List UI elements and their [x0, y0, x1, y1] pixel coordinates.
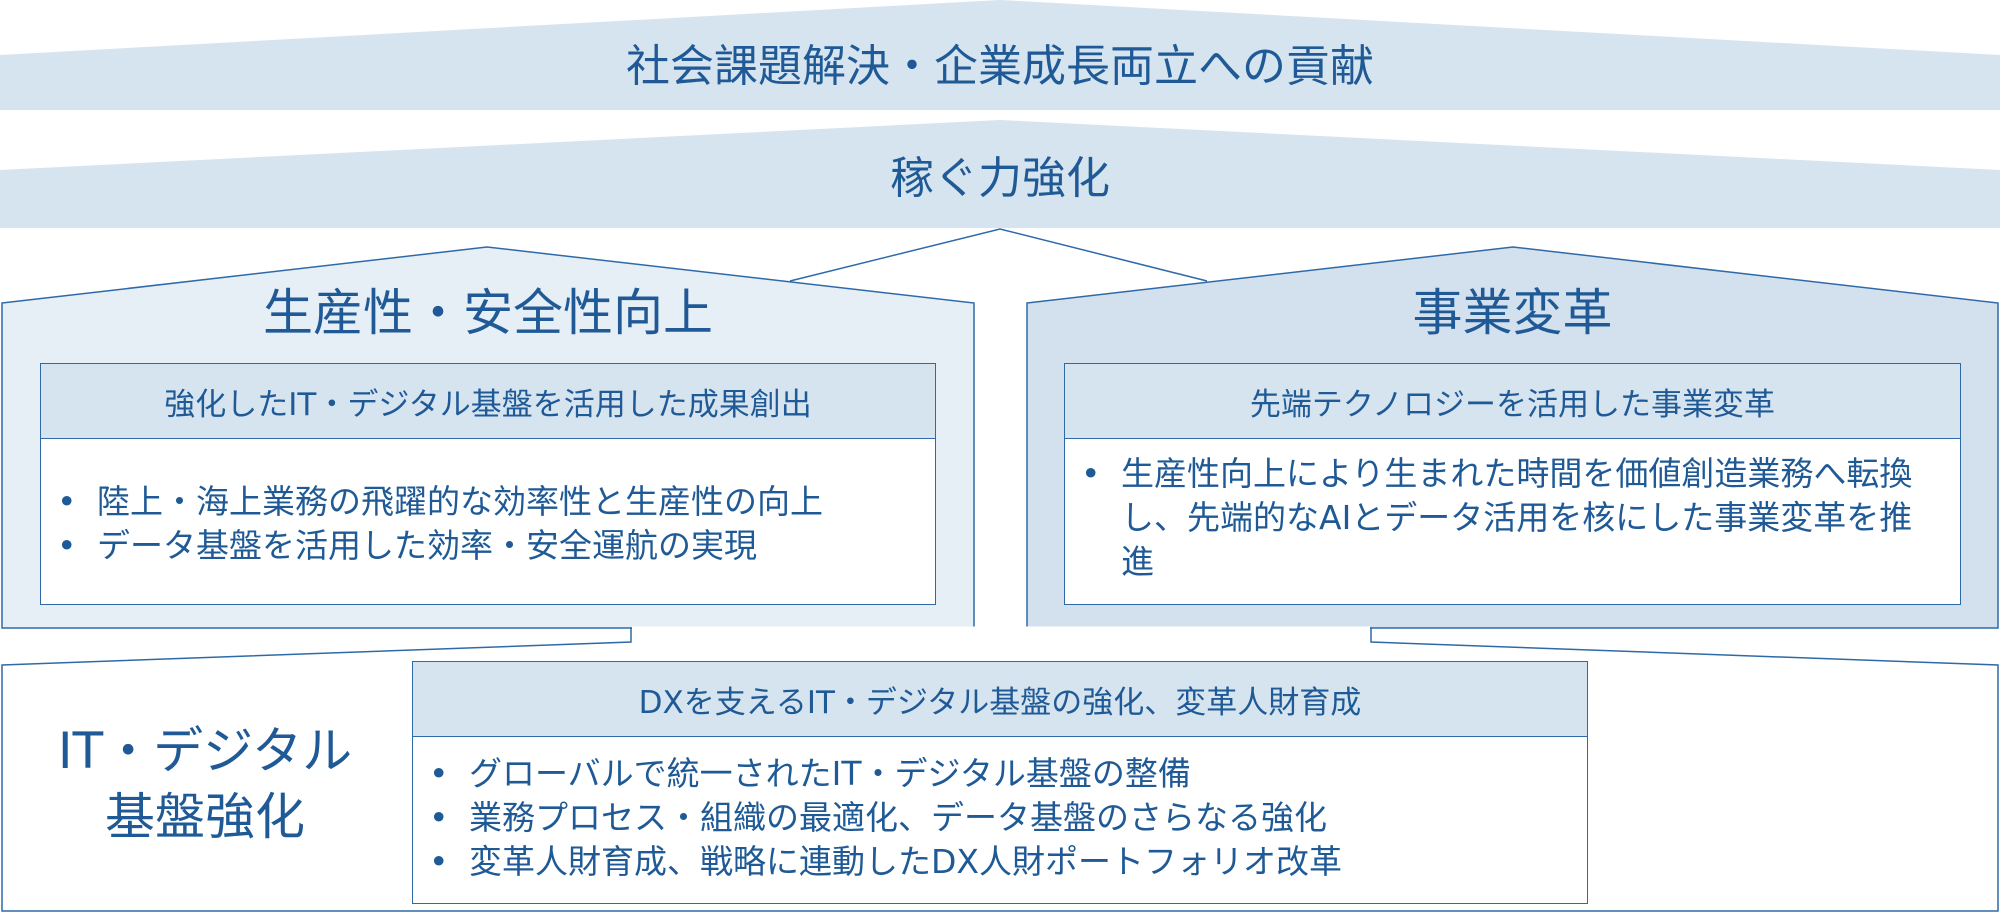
- pillar-right-title: 事業変革: [1412, 284, 1613, 342]
- foundation-title: IT・デジタル 基盤強化: [20, 718, 390, 850]
- pillar-right-box-body: 生産性向上により生まれた時間を価値創造業務へ転換し、先端的なAIとデータ活用を核…: [1065, 438, 1960, 604]
- pillar-left-title: 生産性・安全性向上: [263, 284, 713, 342]
- foundation-bullet: 業務プロセス・組織の最適化、データ基盤のさらなる強化: [413, 796, 1587, 840]
- pillar-left-box: 強化したIT・デジタル基盤を活用した成果創出 陸上・海上業務の飛躍的な効率性と生…: [40, 363, 936, 605]
- pillar-left-bullet: データ基盤を活用した効率・安全運航の実現: [41, 524, 935, 568]
- roof-second-band: [0, 120, 2000, 228]
- roof-second-title: 稼ぐ力強化: [890, 153, 1110, 204]
- pillar-right-box: 先端テクノロジーを活用した事業変革 生産性向上により生まれた時間を価値創造業務へ…: [1064, 363, 1961, 605]
- foundation-box-body: グローバルで統一されたIT・デジタル基盤の整備 業務プロセス・組織の最適化、デー…: [413, 736, 1587, 903]
- pillar-right-bullet: 生産性向上により生まれた時間を価値創造業務へ転換し、先端的なAIとデータ活用を核…: [1065, 452, 1924, 584]
- foundation-title-line2: 基盤強化: [105, 788, 305, 846]
- roof-top-band: [0, 0, 2000, 110]
- pillar-right-box-header: 先端テクノロジーを活用した事業変革: [1065, 364, 1960, 439]
- pillar-left-bullet: 陸上・海上業務の飛躍的な効率性と生産性の向上: [41, 480, 935, 524]
- foundation-bullet: 変革人財育成、戦略に連動したDX人財ポートフォリオ改革: [413, 840, 1587, 884]
- pillar-left-box-body: 陸上・海上業務の飛躍的な効率性と生産性の向上 データ基盤を活用した効率・安全運航…: [41, 438, 935, 604]
- pillar-left-box-header: 強化したIT・デジタル基盤を活用した成果創出: [41, 364, 935, 439]
- roof-connector-line: [789, 228, 1208, 282]
- foundation-bullet: グローバルで統一されたIT・デジタル基盤の整備: [413, 752, 1587, 796]
- foundation-box-header: DXを支えるIT・デジタル基盤の強化、変革人財育成: [413, 662, 1587, 737]
- foundation-box: DXを支えるIT・デジタル基盤の強化、変革人財育成 グローバルで統一されたIT・…: [412, 661, 1588, 904]
- foundation-title-line1: IT・デジタル: [57, 722, 353, 780]
- roof-top-title: 社会課題解決・企業成長両立への貢献: [626, 41, 1374, 92]
